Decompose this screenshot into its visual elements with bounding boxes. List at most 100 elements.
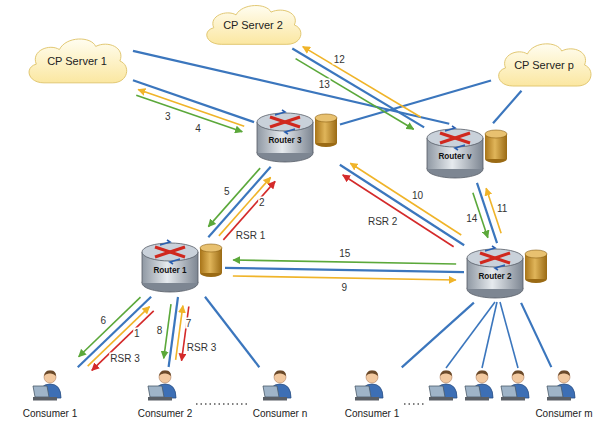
label-patch: RSR 3	[186, 341, 217, 352]
node-label: Consumer 1	[23, 408, 77, 420]
consumer-links	[446, 302, 518, 368]
label-patch: 13	[318, 78, 331, 89]
cloud-server: CP Server 2	[200, 2, 306, 48]
label-patch: 14	[465, 213, 478, 224]
label-patch: RSR 3	[109, 352, 140, 363]
node-label: Router v	[425, 152, 485, 161]
label-patch: 7	[185, 318, 193, 329]
cloud-server: CP Server 1	[22, 35, 132, 87]
label-patch: 6	[100, 315, 108, 326]
ellipsis-dots	[404, 403, 426, 404]
label-patch: 15	[338, 248, 351, 259]
label-patch: 10	[411, 189, 424, 200]
callout-number: RSR 3	[187, 341, 216, 352]
callout-number: 1	[134, 327, 140, 338]
callout-number: 9	[341, 281, 347, 292]
label-patch: 9	[340, 281, 348, 292]
callout-number: 14	[466, 213, 477, 224]
callout-number: 10	[412, 189, 423, 200]
label-patch: 8	[156, 325, 164, 336]
consumer-icon	[18, 368, 82, 404]
message-arrow	[303, 47, 421, 118]
message-arrow	[233, 260, 456, 264]
callout-number: 6	[101, 315, 107, 326]
consumer-icon	[248, 368, 312, 404]
label-patch: 4	[194, 123, 202, 134]
consumer: Consumer n	[248, 368, 312, 420]
consumer: Consumer 2	[133, 368, 197, 420]
network-link	[292, 49, 424, 128]
callout-number: 8	[157, 325, 163, 336]
network-link	[133, 80, 254, 122]
message-arrow	[79, 297, 141, 357]
consumer: Consumer 1	[340, 368, 404, 420]
callout-number: 5	[224, 185, 230, 196]
network-link	[78, 297, 151, 368]
network-link	[208, 167, 270, 238]
cloud-server: CP Server p	[492, 40, 596, 90]
network-link	[493, 91, 521, 123]
node-label: CP Server p	[514, 59, 574, 71]
link	[482, 302, 497, 368]
label-patch: 12	[333, 54, 346, 65]
label-patch: RSR 1	[235, 229, 266, 240]
message-arrow	[182, 307, 189, 361]
callout-number: 4	[195, 123, 201, 134]
node-label: Router 2	[465, 272, 525, 281]
message-arrow	[296, 59, 414, 130]
consumer-icon	[340, 368, 404, 404]
label-patch: 11	[496, 202, 508, 213]
node-label: Consumer 1	[345, 408, 399, 420]
callout-number: 3	[165, 110, 171, 121]
router: Router 1	[140, 238, 224, 296]
label-patch: 5	[223, 185, 231, 196]
consumer: Consumer m	[532, 368, 596, 420]
consumer: Consumer 1	[18, 368, 82, 420]
callout-number: 13	[319, 78, 330, 89]
label-patch: 3	[164, 110, 172, 121]
network-link	[402, 303, 474, 368]
node-label: Router 1	[140, 266, 200, 275]
network-link	[205, 297, 259, 367]
message-arrow	[88, 307, 150, 367]
network-link	[521, 303, 551, 367]
consumer-icon	[133, 368, 197, 404]
consumer-icon	[465, 370, 493, 400]
message-arrow	[176, 306, 183, 360]
message-arrow	[164, 304, 171, 358]
link	[446, 302, 495, 368]
callout-number: RSR 1	[236, 229, 265, 240]
node-label: Consumer 2	[138, 408, 192, 420]
label-patch: 1	[133, 327, 141, 338]
network-link	[225, 268, 464, 272]
ellipsis-dots	[196, 403, 248, 404]
consumer-icon	[532, 368, 596, 404]
consumer-icon	[501, 370, 529, 400]
callout-number: RSR 3	[110, 352, 139, 363]
callout-number: RSR 2	[368, 216, 397, 227]
message-arrow	[233, 276, 456, 280]
message-arrow	[343, 175, 454, 247]
node-label: Consumer m	[535, 408, 592, 420]
label-patch: 2	[258, 197, 266, 208]
message-arrow	[138, 90, 244, 127]
link	[500, 302, 518, 368]
callout-number: 11	[497, 202, 507, 213]
callout-number: 7	[186, 318, 192, 329]
router: Router 3	[255, 108, 339, 166]
router: Router 2	[465, 244, 549, 302]
node-label: CP Server 1	[47, 55, 107, 67]
network-link	[340, 80, 491, 124]
message-arrow	[223, 181, 275, 240]
message-arrow	[219, 177, 271, 236]
callout-number: 12	[334, 54, 345, 65]
label-patch: RSR 2	[367, 216, 398, 227]
message-arrow	[92, 311, 154, 371]
callout-number: 15	[339, 248, 350, 259]
message-arrow	[136, 95, 242, 132]
node-label: Router 3	[255, 136, 315, 145]
node-label: Consumer n	[253, 408, 307, 420]
callout-number: 2	[259, 197, 265, 208]
node-label: CP Server 2	[223, 19, 283, 31]
